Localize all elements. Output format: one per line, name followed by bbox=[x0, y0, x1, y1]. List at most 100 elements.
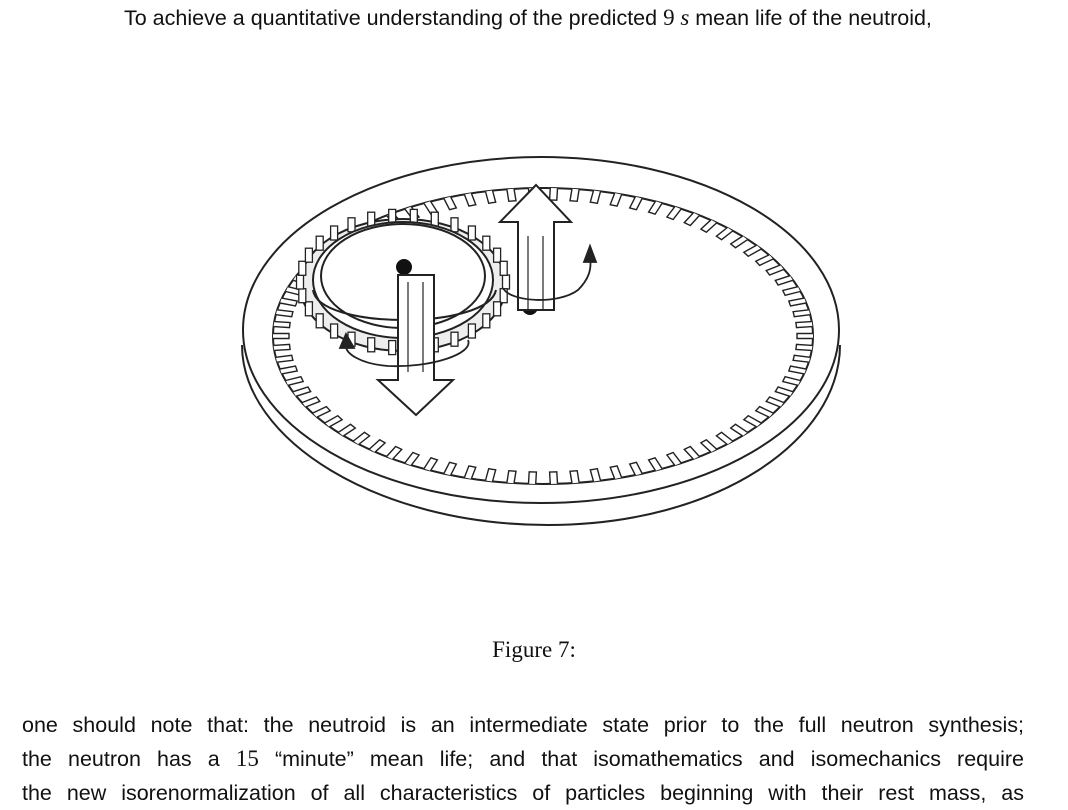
ring-tooth bbox=[789, 366, 806, 374]
ring-tooth bbox=[507, 471, 516, 484]
ring-tooth bbox=[610, 466, 621, 479]
intro-text-before: To achieve a quantitative understanding … bbox=[124, 6, 663, 30]
ring-tooth bbox=[610, 193, 621, 206]
ring-tooth bbox=[667, 453, 681, 466]
paragraph-line-2: the neutron has a 15 “minute” mean life;… bbox=[22, 742, 1024, 776]
line2-text-before: the neutron has a bbox=[22, 747, 236, 771]
ring-tooth bbox=[280, 298, 297, 306]
planet-tooth bbox=[297, 275, 304, 289]
planet-tooth bbox=[483, 236, 490, 250]
ring-tooth bbox=[529, 472, 537, 484]
planet-tooth bbox=[331, 226, 338, 240]
ring-tooth bbox=[756, 255, 773, 266]
planet-tooth bbox=[316, 314, 323, 328]
ring-tooth bbox=[590, 191, 600, 204]
mean-life-unit: s bbox=[680, 5, 689, 30]
ring-tooth bbox=[486, 469, 496, 482]
planet-tooth bbox=[483, 314, 490, 328]
mean-life-value: 9 s bbox=[663, 5, 689, 30]
ring-tooth bbox=[387, 447, 402, 460]
ring-tooth bbox=[302, 397, 320, 407]
ring-tooth bbox=[313, 407, 330, 418]
ring-tooth bbox=[370, 440, 386, 452]
ring-tooth bbox=[630, 462, 642, 475]
ring-base-edge bbox=[242, 345, 840, 525]
ring-tooth bbox=[766, 397, 784, 407]
ring-tooth bbox=[464, 466, 475, 479]
ring-tooth bbox=[793, 355, 810, 362]
ring-tooth bbox=[274, 322, 291, 328]
ring-tooth bbox=[684, 447, 699, 460]
ring-tooth bbox=[590, 469, 600, 482]
line2-math-number: 15 bbox=[236, 746, 259, 771]
planet-tooth bbox=[316, 236, 323, 250]
ring-tooth bbox=[444, 197, 456, 210]
intro-text-after: mean life of the neutroid, bbox=[689, 6, 932, 30]
planet-tooth bbox=[299, 289, 306, 303]
ring-tooth bbox=[766, 265, 784, 275]
ring-tooth bbox=[274, 344, 291, 350]
planet-tooth bbox=[494, 302, 501, 316]
ring-tooth bbox=[797, 334, 813, 339]
ring-tooth bbox=[796, 322, 813, 328]
gear-ring-figure bbox=[228, 140, 848, 540]
planet-tooth bbox=[348, 218, 355, 232]
planet-tooth bbox=[451, 218, 458, 232]
intro-line: To achieve a quantitative understanding … bbox=[124, 2, 932, 34]
planet-tooth bbox=[305, 248, 312, 262]
ring-tooth bbox=[280, 366, 297, 374]
ring-tooth bbox=[570, 471, 579, 484]
planet-tooth bbox=[494, 248, 501, 262]
particle-dot-left bbox=[396, 259, 412, 275]
ring-tooth bbox=[486, 191, 496, 204]
ring-tooth bbox=[507, 189, 516, 202]
planet-tooth bbox=[331, 324, 338, 338]
ring-tooth bbox=[405, 453, 419, 466]
ring-tooth bbox=[325, 416, 342, 427]
planet-tooth bbox=[451, 332, 458, 346]
ring-tooth bbox=[293, 387, 311, 396]
ring-tooth bbox=[775, 387, 793, 396]
ring-tooth bbox=[630, 197, 642, 210]
ring-tooth bbox=[744, 245, 761, 256]
planet-tooth bbox=[299, 261, 306, 275]
ring-tooth bbox=[286, 377, 303, 386]
ring-tooth bbox=[775, 276, 793, 285]
planet-tooth bbox=[305, 302, 312, 316]
ring-tooth bbox=[550, 188, 558, 200]
ring-tooth bbox=[276, 355, 293, 362]
ring-tooth bbox=[744, 416, 761, 427]
ring-tooth bbox=[783, 287, 800, 296]
planet-tooth bbox=[468, 226, 475, 240]
ring-tooth bbox=[684, 213, 699, 226]
ring-tooth bbox=[756, 407, 773, 418]
paragraph-line-1: one should note that: the neutroid is an… bbox=[22, 708, 1024, 742]
ring-tooth bbox=[276, 310, 293, 317]
line2-text-after: “minute” mean life; and that isomathemat… bbox=[259, 747, 1024, 771]
ring-tooth bbox=[649, 458, 662, 471]
paragraph-line-3: the new isorenormalization of all charac… bbox=[22, 776, 1024, 810]
mean-life-number: 9 bbox=[663, 5, 675, 30]
ring-tooth bbox=[783, 377, 800, 386]
figure-caption: Figure 7: bbox=[0, 634, 1068, 666]
ring-tooth bbox=[796, 344, 813, 350]
ring-tooth bbox=[444, 462, 456, 475]
ring-tooth bbox=[649, 201, 662, 214]
ring-tooth bbox=[570, 189, 579, 202]
ring-tooth bbox=[701, 220, 717, 232]
up-arrow-icon bbox=[500, 185, 571, 310]
planet-tooth bbox=[503, 275, 510, 289]
ring-tooth bbox=[793, 310, 810, 317]
planet-tooth bbox=[500, 261, 507, 275]
paragraph-line-2-inner: the neutron has a 15 “minute” mean life;… bbox=[22, 747, 1024, 771]
ring-tooth bbox=[550, 472, 558, 484]
ring-tooth bbox=[701, 440, 717, 452]
planet-tooth bbox=[468, 324, 475, 338]
ring-tooth bbox=[424, 458, 437, 471]
planet-tooth bbox=[368, 338, 375, 352]
ring-tooth bbox=[464, 193, 475, 206]
ring-tooth bbox=[789, 298, 806, 306]
ring-tooth bbox=[273, 334, 289, 339]
planet-tooth bbox=[389, 341, 396, 355]
